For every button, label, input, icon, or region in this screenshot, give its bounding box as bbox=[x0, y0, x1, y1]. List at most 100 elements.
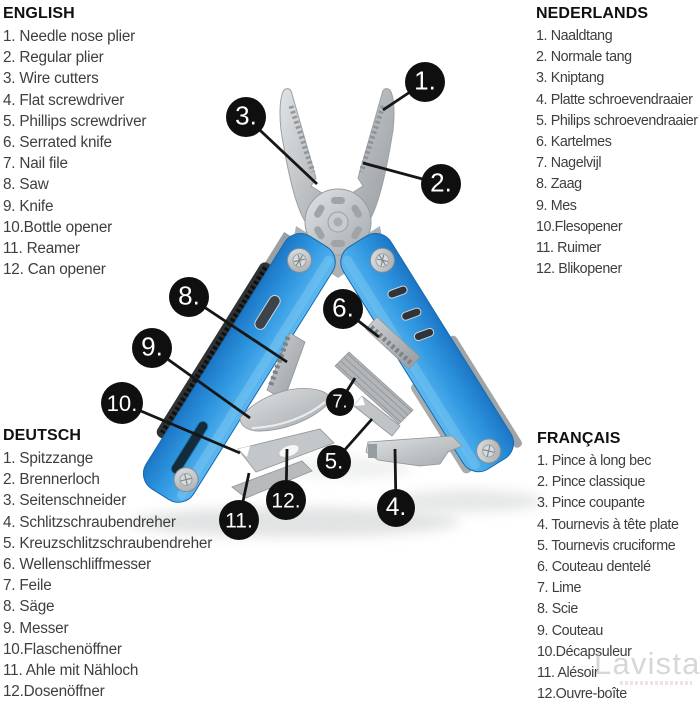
tool-list-item: 12.Dosenöffner bbox=[3, 683, 105, 701]
callout-circle bbox=[323, 289, 363, 329]
tool-list-item: 6. Couteau dentelé bbox=[537, 559, 651, 576]
callout-number: 9. bbox=[141, 332, 163, 362]
tool-list-item: 10.Flesopener bbox=[536, 218, 623, 235]
callout-regular-plier: 2. bbox=[362, 161, 461, 204]
left-handle bbox=[142, 231, 336, 503]
tool-list-item: 11. Ruimer bbox=[536, 240, 601, 257]
callout-number: 1. bbox=[414, 66, 436, 96]
tool-list-item: 4. Schlitzschraubendreher bbox=[3, 513, 176, 531]
tool-list-item: 9. Mes bbox=[536, 197, 577, 214]
watermark-subtext bbox=[620, 681, 692, 685]
callout-needle-nose-plier: 1. bbox=[382, 62, 445, 112]
callout-number: 10. bbox=[107, 391, 138, 416]
tool-list-item: 5. Phillips screwdriver bbox=[3, 112, 147, 130]
callout-circle bbox=[101, 382, 143, 424]
flat-screwdriver-blade bbox=[365, 435, 463, 467]
handle-screw bbox=[476, 438, 502, 464]
tool-list-item: 5. Tournevis cruciforme bbox=[537, 537, 676, 554]
jaw-serration bbox=[288, 105, 316, 173]
tool-list-item: 7. Nagelvijl bbox=[536, 155, 602, 172]
list-title-deutsch: DEUTSCH bbox=[3, 427, 82, 444]
handle-screw bbox=[173, 467, 199, 493]
reamer-blade bbox=[231, 460, 313, 499]
tool-list-item: 8. Zaag bbox=[536, 176, 582, 193]
tool-list-item: 3. Kniptang bbox=[536, 70, 604, 87]
tool-list-item: 11. Alésoir bbox=[537, 665, 599, 682]
callout-circle bbox=[377, 489, 415, 527]
callout-number: 8. bbox=[178, 281, 200, 311]
bottle-opener-notch bbox=[238, 446, 250, 457]
callout-reamer: 11. bbox=[219, 472, 259, 540]
tool-list-item: 8. Säge bbox=[3, 598, 55, 616]
watermark-text: Lavista bbox=[594, 646, 700, 681]
callout-number: 11. bbox=[225, 510, 253, 533]
tool-list-item: 1. Naaldtang bbox=[536, 28, 613, 44]
list-title-english: ENGLISH bbox=[3, 5, 75, 22]
tool-list-item: 3. Wire cutters bbox=[3, 70, 99, 88]
handle-screw bbox=[286, 247, 312, 273]
callout-circle bbox=[266, 480, 306, 520]
tool-list-item: 10.Décapsuleur bbox=[537, 643, 632, 660]
callout-wire-cutters: 3. bbox=[226, 97, 318, 186]
serrated-knife-blade bbox=[365, 316, 421, 370]
tool-list-item: 10.Bottle opener bbox=[3, 218, 113, 236]
tool-list-deutsch: DEUTSCH 1. Spitzzange 2. Brennerloch 3. Se… bbox=[3, 427, 212, 702]
tool-list-item: 12. Blikopener bbox=[536, 261, 622, 278]
tool-list-item: 10.Flaschenöffner bbox=[3, 640, 122, 658]
list-title-francais: FRANÇAIS bbox=[537, 430, 621, 447]
tool-list-item: 7. Nail file bbox=[3, 155, 68, 173]
tool-list-item: 1. Needle nose plier bbox=[3, 28, 136, 45]
tool-list-item: 4. Tournevis à tête plate bbox=[537, 516, 679, 533]
tool-list-item: 12.Ouvre-boîte bbox=[537, 686, 627, 703]
callout-number: 3. bbox=[235, 101, 257, 131]
tool-list-item: 8. Scie bbox=[537, 601, 578, 618]
tool-list-item: 11. Reamer bbox=[3, 240, 80, 258]
tool-list-item: 4. Platte schroevendraaier bbox=[536, 91, 693, 108]
tool-list-item: 3. Seitenschneider bbox=[3, 492, 127, 510]
tool-list-item: 9. Couteau bbox=[537, 622, 603, 639]
callout-number: 6. bbox=[332, 293, 354, 323]
callout-number: 2. bbox=[430, 168, 452, 198]
callout-bottle-opener: 10. bbox=[101, 382, 241, 455]
callout-circle bbox=[405, 62, 445, 102]
list-title-nederlands: NEDERLANDS bbox=[536, 5, 649, 22]
callout-can-opener: 12. bbox=[266, 448, 306, 520]
callout-number: 7. bbox=[332, 391, 347, 411]
tool-list-item: 7. Feile bbox=[3, 577, 52, 595]
callout-circle bbox=[169, 277, 209, 317]
tool-list-item: 5. Kreuzschlitzschraubendreher bbox=[3, 534, 213, 552]
callout-flat-screwdriver: 4. bbox=[377, 448, 415, 527]
callout-knife: 9. bbox=[132, 328, 251, 420]
tool-shadow bbox=[130, 458, 543, 537]
callout-phillips-screwdriver: 5. bbox=[317, 418, 374, 479]
handle-slot bbox=[254, 294, 281, 330]
tool-list-item: 11. Ahle mit Nähloch bbox=[3, 662, 139, 680]
callout-circle bbox=[219, 500, 259, 540]
jaw-serration bbox=[358, 105, 386, 173]
callout-nail-file: 7. bbox=[326, 377, 357, 416]
callout-circle bbox=[132, 328, 172, 368]
tool-list-item: 1. Pince à long bec bbox=[537, 453, 652, 469]
callout-serrated-knife: 6. bbox=[323, 289, 380, 339]
callout-saw: 8. bbox=[169, 277, 288, 364]
callout-circle bbox=[226, 97, 266, 137]
tool-list-item: 1. Spitzzange bbox=[3, 450, 94, 467]
tool-list-item: 4. Flat screwdriver bbox=[3, 91, 125, 109]
tool-list-item: 8. Saw bbox=[3, 176, 49, 194]
tool-list-item: 9. Knife bbox=[3, 197, 54, 215]
tool-list-item: 6. Serrated knife bbox=[3, 134, 112, 152]
handle-screw bbox=[369, 247, 395, 273]
callout-circle bbox=[326, 388, 354, 416]
callout-circle bbox=[317, 445, 351, 479]
tool-list-item: 6. Wellenschliffmesser bbox=[3, 556, 152, 574]
tool-list-item: 2. Brennerloch bbox=[3, 471, 100, 489]
tool-list-item: 12. Can opener bbox=[3, 261, 106, 279]
callout-number: 5. bbox=[325, 448, 343, 473]
tool-list-item: 5. Philips schroevendraaier bbox=[536, 112, 698, 129]
file-blade bbox=[334, 351, 414, 425]
